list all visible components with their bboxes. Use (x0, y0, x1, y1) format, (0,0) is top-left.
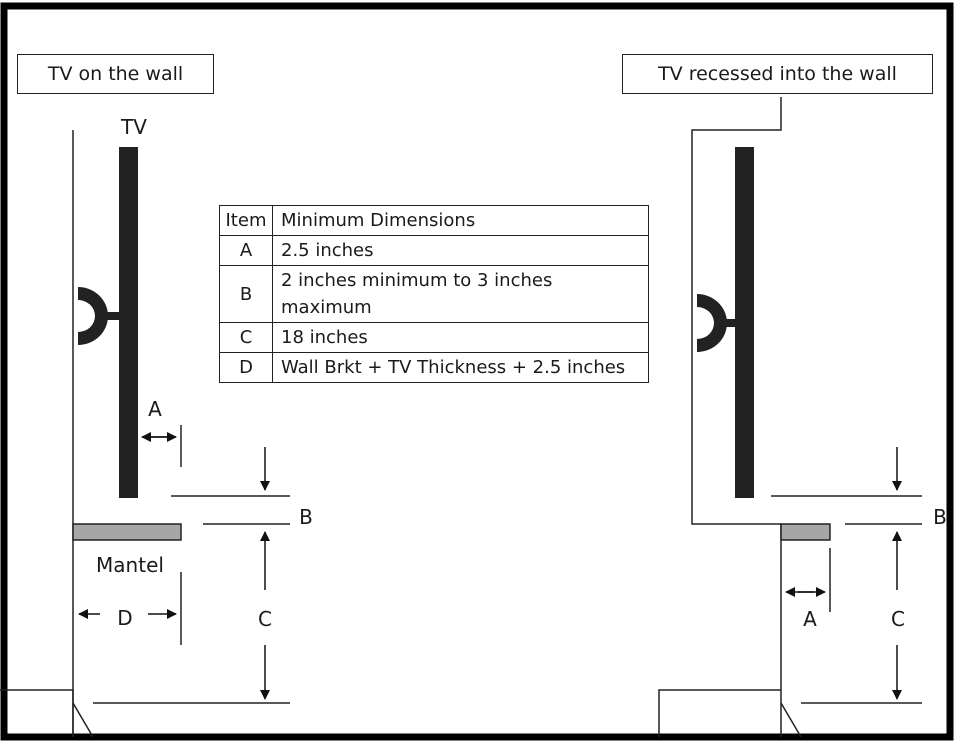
table-header-row: Item Minimum Dimensions (219, 205, 649, 236)
left-wall-bracket (78, 287, 108, 345)
right-b-label: B (933, 505, 947, 529)
table-cell-item: D (219, 352, 273, 383)
left-panel: TV A B Mantel D C (0, 115, 313, 738)
right-wall-bracket (697, 294, 727, 352)
left-fireplace-diagonal (72, 702, 94, 738)
mantel-label: Mantel (96, 553, 164, 577)
table-header-dimensions: Minimum Dimensions (272, 205, 649, 236)
table-row: D Wall Brkt + TV Thickness + 2.5 inches (219, 352, 649, 383)
right-fireplace-outline (658, 689, 781, 737)
left-tv (119, 147, 138, 498)
right-c-label: C (891, 607, 905, 631)
table-row: B 2 inches minimum to 3 inches maximum (219, 265, 649, 323)
right-recess-outline (691, 97, 782, 737)
left-mantel (72, 523, 182, 541)
table-row: C 18 inches (219, 322, 649, 353)
left-a-label: A (148, 397, 162, 421)
table-cell-item: B (219, 265, 273, 323)
right-panel-title: TV recessed into the wall (622, 54, 933, 94)
right-fireplace-diagonal (780, 702, 802, 738)
table-cell-item: A (219, 235, 273, 266)
table-cell-value: 18 inches (272, 322, 649, 353)
left-d-label: D (117, 606, 132, 630)
table-cell-value: Wall Brkt + TV Thickness + 2.5 inches (272, 352, 649, 383)
left-c-label: C (258, 607, 272, 631)
table-row: A 2.5 inches (219, 235, 649, 266)
dimensions-table: Item Minimum Dimensions A 2.5 inches B 2… (219, 205, 649, 383)
left-b-label: B (299, 505, 313, 529)
left-fireplace-outline (0, 689, 74, 737)
right-a-label: A (803, 607, 817, 631)
left-tv-label: TV (120, 115, 147, 139)
table-cell-value: 2.5 inches (272, 235, 649, 266)
table-cell-item: C (219, 322, 273, 353)
left-panel-title: TV on the wall (17, 54, 214, 94)
right-panel: B A C (658, 97, 947, 738)
right-tv (735, 147, 754, 498)
table-header-item: Item (219, 205, 273, 236)
table-cell-value: 2 inches minimum to 3 inches maximum (272, 265, 649, 323)
right-mantel (780, 523, 831, 541)
